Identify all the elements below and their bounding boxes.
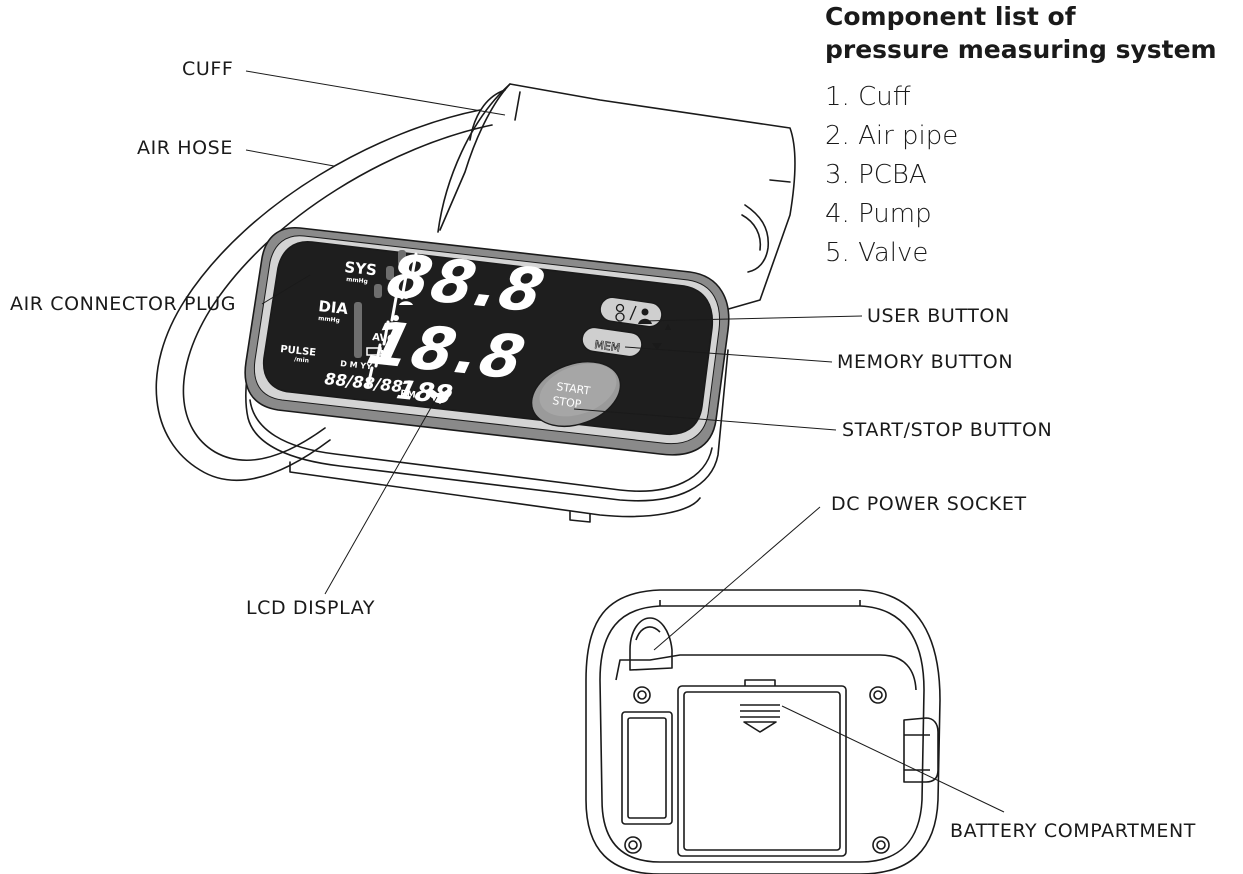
air-hose bbox=[155, 109, 493, 481]
device-back-view bbox=[585, 589, 941, 874]
callout-lcd-display: LCD DISPLAY bbox=[246, 597, 376, 619]
callout-cuff: CUFF bbox=[182, 58, 234, 80]
lcd-date-labels: D M YY bbox=[340, 359, 373, 371]
component-list-item: 2. Air pipe bbox=[825, 121, 959, 151]
callout-user-button: USER BUTTON bbox=[867, 305, 1010, 327]
callout-battery-compartment: BATTERY COMPARTMENT bbox=[950, 820, 1196, 842]
lcd-sys-digits: 88.8 bbox=[380, 242, 552, 327]
callout-memory-button: MEMORY BUTTON bbox=[837, 351, 1014, 373]
leader-lines bbox=[245, 70, 1005, 813]
component-list-item: 4. Pump bbox=[825, 199, 932, 229]
lcd-sys-unit: mmHg bbox=[346, 276, 368, 285]
lcd-contents bbox=[354, 250, 452, 404]
monitor-body bbox=[245, 349, 729, 523]
memory-button-label: MEM bbox=[594, 338, 621, 354]
component-list-item: 3. PCBA bbox=[825, 160, 927, 190]
lcd-dia-unit: mmHg bbox=[318, 315, 340, 324]
lcd-dia-digits: 18.8 bbox=[361, 309, 533, 394]
component-list-title-line1: Component list of bbox=[825, 2, 1076, 31]
component-list-item: 5. Valve bbox=[825, 238, 929, 268]
memory-button[interactable]: MEM bbox=[581, 326, 662, 358]
start-stop-button[interactable]: START STOP bbox=[523, 350, 630, 438]
lcd-sys-label: SYS bbox=[344, 258, 378, 279]
callout-dc-power-socket: DC POWER SOCKET bbox=[831, 493, 1027, 515]
callout-air-hose: AIR HOSE bbox=[137, 137, 233, 159]
screw-holes bbox=[624, 686, 890, 854]
start-button-label: START bbox=[556, 380, 592, 398]
lcd-dia-label: DIA bbox=[318, 297, 350, 318]
callout-air-connector-plug: AIR CONNECTOR PLUG bbox=[10, 293, 237, 315]
lcd-avg-label: AVG bbox=[372, 332, 396, 345]
component-list-title-line2: pressure measuring system bbox=[825, 35, 1217, 64]
callout-start-stop-button: START/STOP BUTTON bbox=[842, 419, 1053, 441]
component-list-title: Component list of pressure measuring sys… bbox=[825, 0, 1217, 66]
component-list-item: 1. Cuff bbox=[825, 82, 911, 112]
component-list: 1. Cuff 2. Air pipe 3. PCBA 4. Pump 5. V… bbox=[825, 78, 958, 273]
battery-compartment bbox=[677, 685, 847, 857]
lcd-pulse-label: PULSE bbox=[280, 344, 317, 359]
cuff bbox=[437, 83, 796, 311]
lcd-pulse-unit: /min bbox=[294, 356, 309, 365]
lcd-pulse-digits: 188 bbox=[394, 376, 455, 411]
lcd-pm-label: PM bbox=[400, 389, 417, 401]
stop-button-label: STOP bbox=[552, 394, 583, 411]
